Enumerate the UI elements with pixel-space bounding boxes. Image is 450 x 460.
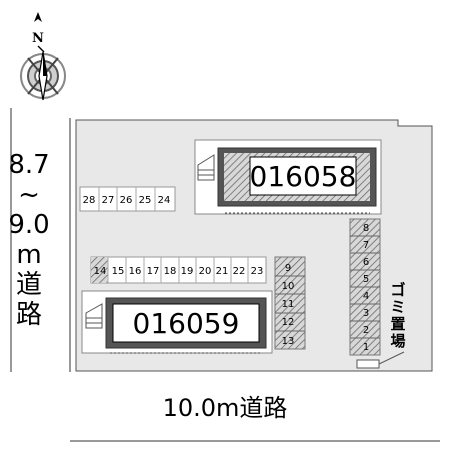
parking-space: 27 [102, 195, 115, 206]
stairs-icon [85, 303, 103, 329]
garbage-char: ゴ [390, 281, 406, 299]
bottom-road-label: 10.0m道路 [162, 394, 288, 422]
garbage-area-label: ゴ ミ 置 場 [388, 282, 408, 350]
left-road-label: 8.7 ~ 9.0 m 道 路 [0, 150, 58, 330]
parking-space: 3 [363, 308, 369, 319]
parking-row-middle: 14 15 16 17 18 19 20 21 22 23 [94, 257, 264, 283]
left-road-unit: m [16, 240, 42, 270]
parking-space: 24 [158, 195, 171, 206]
left-road-width2: 9.0 [8, 210, 50, 240]
building-016059-label-box [112, 303, 260, 343]
parking-space: 21 [216, 266, 229, 277]
garbage-char: 場 [390, 332, 406, 350]
building-016058-code: 016058 [250, 160, 357, 193]
parking-space: 16 [129, 266, 142, 277]
garbage-char: ミ [390, 298, 406, 316]
parking-space: 22 [233, 266, 246, 277]
parking-space: 1 [363, 342, 369, 353]
parking-space: 14 [94, 266, 107, 277]
left-road-width: 8.7 [8, 150, 50, 180]
parking-space: 10 [282, 281, 295, 292]
parking-space: 25 [139, 195, 152, 206]
parking-space: 9 [285, 263, 291, 274]
north-compass-icon: N [20, 12, 66, 101]
left-road-char: 道 [15, 270, 42, 300]
parking-space: 7 [363, 240, 369, 251]
parking-space: 5 [363, 274, 369, 285]
parking-space: 4 [363, 291, 369, 302]
garbage-area-box [356, 359, 380, 369]
parking-block-middle [274, 256, 306, 350]
parking-space: 11 [282, 299, 295, 310]
north-label: N [32, 31, 44, 46]
parking-space: 28 [83, 195, 96, 206]
left-road-char: 路 [15, 300, 42, 330]
building-016059-code: 016059 [133, 307, 240, 340]
parking-space: 8 [363, 223, 369, 234]
parking-space: 12 [282, 317, 295, 328]
parking-row-top: 28 27 26 25 24 [83, 187, 171, 211]
parking-space: 6 [363, 257, 369, 268]
parking-space: 18 [164, 266, 177, 277]
parking-space: 20 [199, 266, 212, 277]
stairs-icon [197, 154, 215, 181]
parking-space: 15 [112, 266, 125, 277]
left-road-tilde: ~ [18, 180, 40, 210]
parking-space: 17 [147, 266, 160, 277]
building-016058-label-box [249, 156, 357, 196]
parking-space: 19 [181, 266, 194, 277]
parking-space: 23 [251, 266, 264, 277]
parking-space: 13 [282, 336, 295, 347]
parking-space: 2 [363, 325, 369, 336]
parking-space: 26 [120, 195, 133, 206]
garbage-char: 置 [390, 315, 406, 333]
